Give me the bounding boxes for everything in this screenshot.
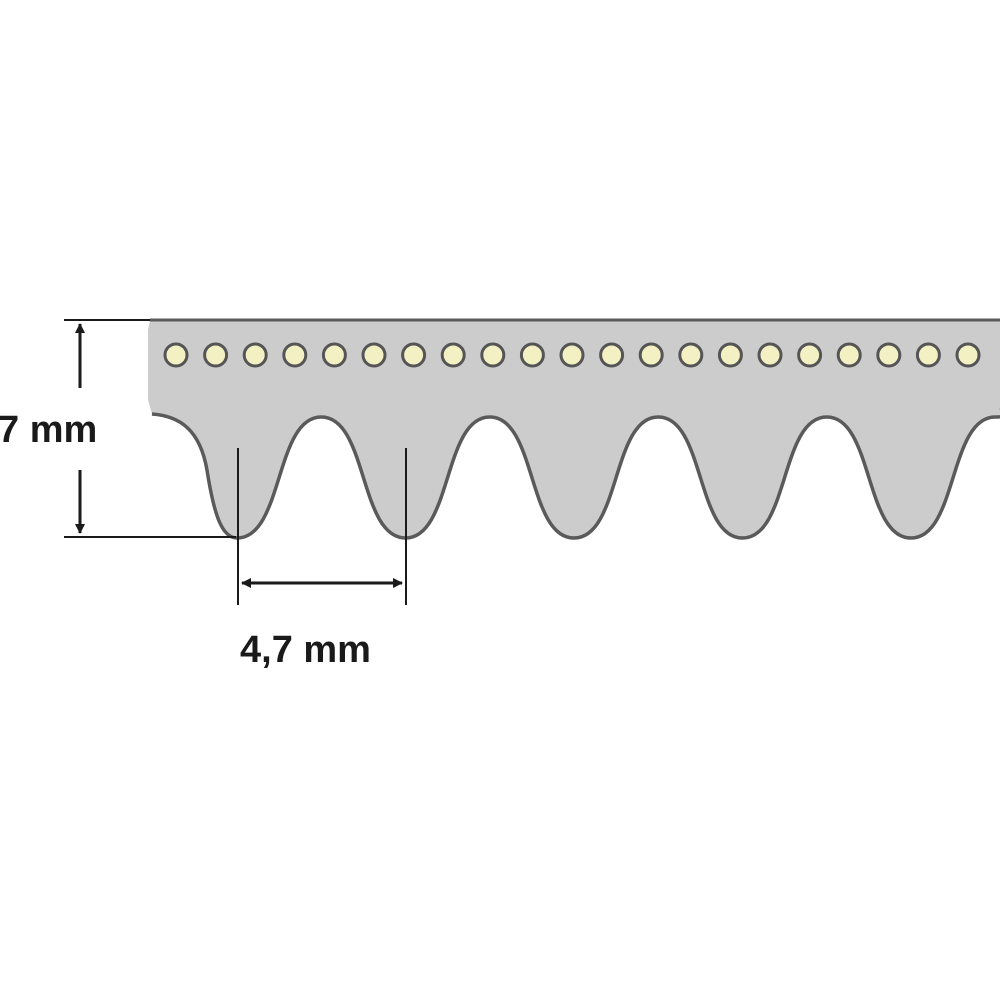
tension-cord — [638, 342, 664, 368]
tension-cords — [163, 342, 981, 368]
pitch-dimension: 4,7 mm — [237, 448, 407, 671]
tension-cord — [559, 342, 585, 368]
tension-cord — [440, 342, 466, 368]
tension-cord — [242, 342, 268, 368]
tension-cord — [519, 342, 545, 368]
tension-cord — [915, 342, 941, 368]
tension-cord — [401, 342, 427, 368]
pitch-label: 4,7 mm — [240, 629, 371, 671]
tension-cord — [480, 342, 506, 368]
tension-cord — [163, 342, 189, 368]
tension-cord — [876, 342, 902, 368]
tension-cord — [282, 342, 308, 368]
tension-cord — [361, 342, 387, 368]
tension-cord — [599, 342, 625, 368]
tension-cord — [717, 342, 743, 368]
tension-cord — [321, 342, 347, 368]
tension-cord — [203, 342, 229, 368]
tension-cord — [797, 342, 823, 368]
tension-cord — [757, 342, 783, 368]
belt-cross-section — [148, 320, 1000, 538]
belt-rib-profile — [151, 408, 1000, 540]
tension-cord — [836, 342, 862, 368]
tension-cord — [678, 342, 704, 368]
height-dimension: 7 mm — [0, 319, 236, 538]
tension-cord — [955, 342, 981, 368]
height-label: 7 mm — [0, 409, 97, 451]
